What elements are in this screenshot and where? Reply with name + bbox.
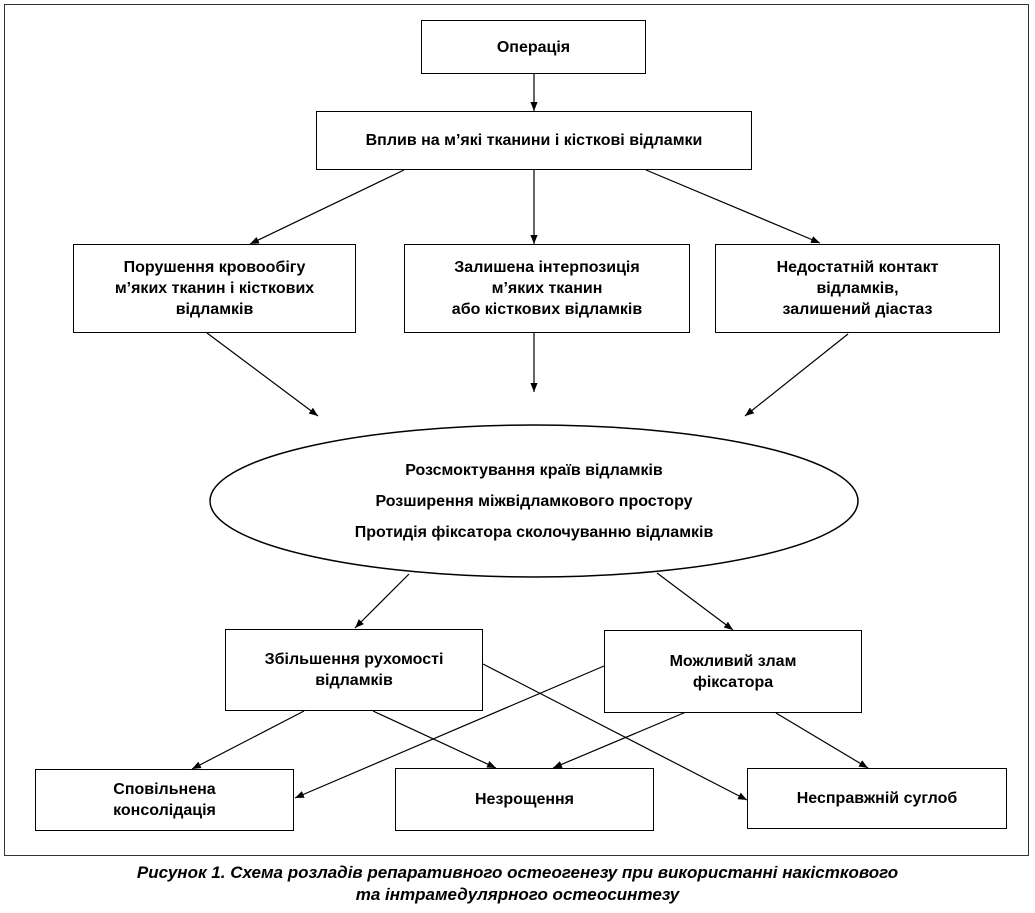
cause-3-line-1: Недостатній контакт [776, 259, 939, 276]
outcome-box-nonunion: Незрощення [395, 768, 654, 831]
effect-box-fixator-break: Можливий злам фіксатора [604, 630, 862, 713]
cause-box-interposition: Залишена інтерпозиція м’яких тканин або … [404, 244, 690, 333]
cause-3-line-2: відламків, [816, 280, 899, 297]
caption-line-1: Рисунок 1. Схема розладів репаративного … [136, 863, 899, 882]
ellipse-line-3: Протидія фіксатора сколочуванню відламкі… [354, 523, 714, 541]
cause-1-line-2: м’яких тканин і кісткових [114, 280, 315, 297]
ellipse-line-2: Розширення міжвідламкового простору [375, 492, 693, 510]
effect-2-line-1: Можливий злам [669, 652, 797, 670]
ellipse-text: Розсмоктування країв відламків Розширенн… [210, 425, 858, 577]
arrow-effect-1-to-outcome-3 [482, 663, 748, 801]
cause-box-contact: Недостатній контакт відламків, залишений… [715, 244, 1000, 333]
operation-label: Операція [496, 38, 571, 56]
operation-box: Операція [421, 20, 646, 74]
influence-box: Вплив на м’які тканини і кісткові відлам… [316, 111, 752, 170]
outcome-box-delayed-consolidation: Сповільнена консолідація [35, 769, 294, 831]
arrow-effect-2-to-outcome-2 [552, 711, 687, 769]
diagram-frame [4, 4, 1029, 856]
effect-1-line-2: відламків [315, 672, 393, 689]
influence-label: Вплив на м’які тканини і кісткові відлам… [365, 132, 703, 149]
cause-3-line-3: залишений діастаз [782, 301, 933, 318]
arrow-cause-1-to-ellipse [206, 332, 319, 417]
arrow-ellipse-to-effect-2 [656, 572, 734, 631]
figure-caption: Рисунок 1. Схема розладів репаративного … [0, 862, 1035, 906]
cause-2-line-1: Залишена інтерпозиція [454, 259, 640, 276]
effect-box-mobility: Збільшення рухомості відламків [225, 629, 483, 711]
effect-2-line-2: фіксатора [692, 673, 774, 691]
arrow-ellipse-to-effect-1 [354, 573, 410, 629]
outcome-3-label: Несправжній суглоб [796, 790, 958, 807]
ellipse-line-1: Розсмоктування країв відламків [405, 461, 663, 479]
cause-1-line-3: відламків [175, 301, 254, 318]
effect-1-line-1: Збільшення рухомості [264, 651, 444, 668]
arrow-effect-1-to-outcome-2 [372, 710, 497, 769]
cause-1-line-1: Порушення кровообігу [123, 259, 306, 276]
outcome-1-line-1: Сповільнена [113, 781, 216, 798]
outcome-2-label: Незрощення [474, 791, 574, 808]
arrow-effect-2-to-outcome-1 [294, 665, 605, 799]
arrow-effect-1-to-outcome-1 [191, 710, 305, 770]
outcome-box-pseudarthrosis: Несправжній суглоб [747, 768, 1007, 829]
cause-box-circulation: Порушення кровообігу м’яких тканин і кіс… [73, 244, 356, 333]
cause-2-line-3: або кісткових відламків [451, 301, 643, 318]
outcome-1-line-2: консолідація [113, 802, 216, 819]
arrow-influence-to-cause-1 [249, 169, 405, 245]
caption-line-2: та інтрамедулярного остеосинтезу [355, 885, 680, 904]
arrow-influence-to-cause-3 [645, 169, 821, 244]
cause-2-line-2: м’яких тканин [491, 280, 603, 297]
arrow-cause-3-to-ellipse [744, 333, 849, 417]
arrow-effect-2-to-outcome-3 [775, 712, 869, 769]
central-ellipse [209, 424, 859, 578]
